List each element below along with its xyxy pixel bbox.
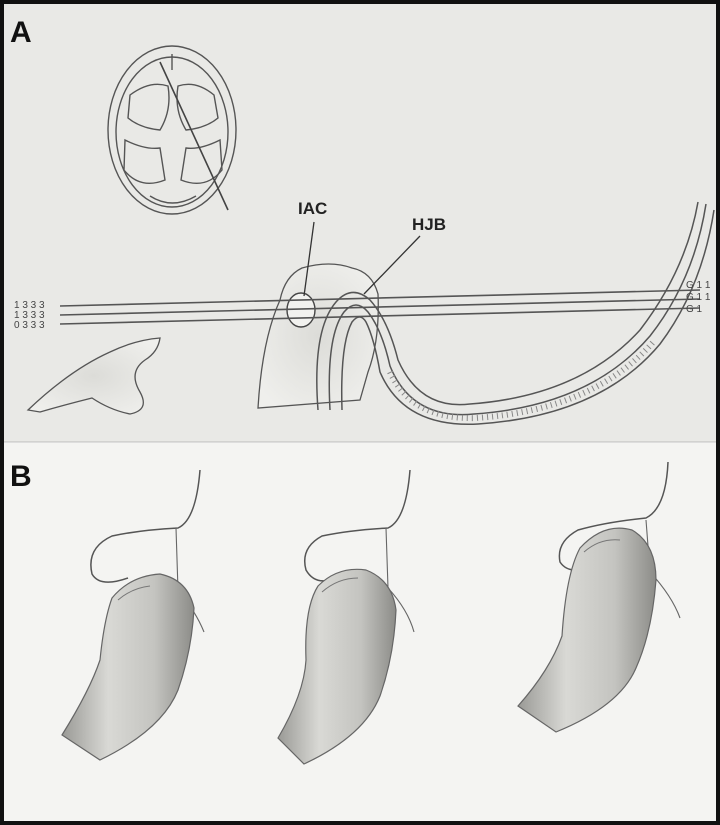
panel-b-letter: B (10, 460, 32, 493)
plane-label-right-2: G 1 1 (686, 292, 711, 303)
callout-hjb: HJB (412, 215, 446, 234)
plane-label-left-3: 0 3 3 3 (14, 320, 45, 331)
plane-label-right-3: G 1 (686, 304, 703, 315)
panel-a-letter: A (10, 16, 32, 49)
panel-b: B (4, 443, 716, 821)
callout-iac: IAC (298, 199, 327, 218)
plane-label-right-1: G 1 1 (686, 280, 711, 291)
panel-a: A 1 3 3 3 (4, 4, 716, 442)
